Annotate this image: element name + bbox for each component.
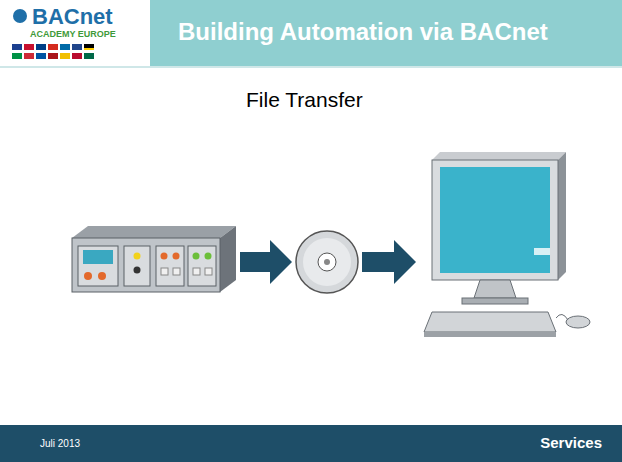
- logo-text: BACnet: [32, 4, 113, 30]
- footer-band: [0, 425, 622, 462]
- flag-row: [12, 44, 94, 59]
- footer-date: Juli 2013: [40, 438, 80, 449]
- computer: [424, 152, 590, 337]
- flow-arrow: [240, 240, 292, 284]
- flow-arrow: [362, 240, 416, 284]
- logo-badge: [13, 9, 27, 23]
- header-rule: [0, 66, 622, 68]
- controller-device: [72, 226, 236, 292]
- header-band: [150, 0, 622, 66]
- logo-subtitle: ACADEMY EUROPE: [30, 29, 116, 39]
- footer-section: Services: [540, 434, 602, 451]
- cd-disc: [296, 231, 358, 293]
- slide-title: Building Automation via BACnet: [178, 18, 548, 46]
- slide-heading: File Transfer: [246, 88, 363, 112]
